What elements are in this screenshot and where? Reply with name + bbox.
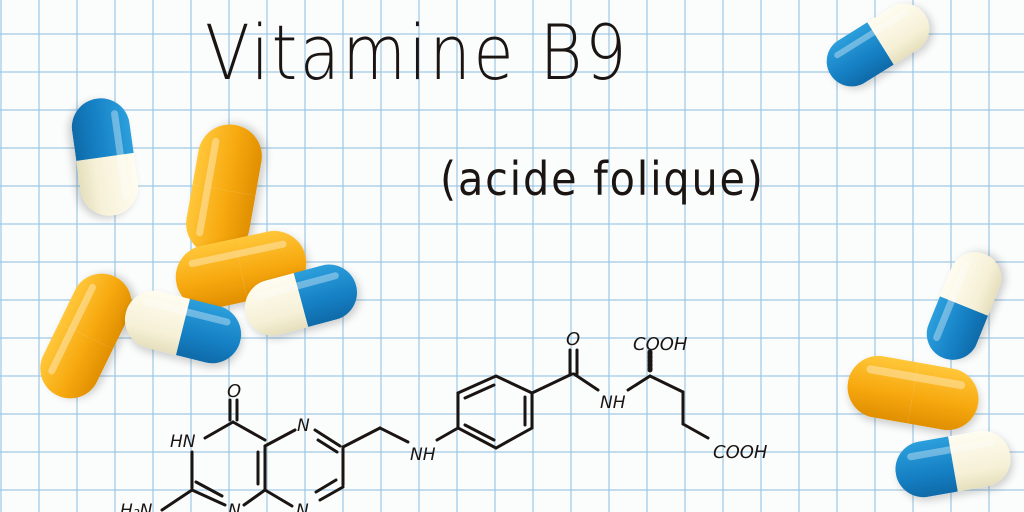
label-o-pteridine: O xyxy=(227,381,241,402)
label-cooh-top: COOH xyxy=(633,334,688,355)
subtitle-acide-folique: (acide folique) xyxy=(440,152,765,206)
label-cooh-bottom: COOH xyxy=(713,442,768,463)
label-h2n: H₂N xyxy=(120,501,153,512)
label-nh-amide: NH xyxy=(600,393,626,413)
label-hn: HN xyxy=(170,432,196,452)
label-n-bottom-right: N xyxy=(296,501,309,512)
title-vitamine-b9: Vitamine B9 xyxy=(205,8,630,97)
label-n-top: N xyxy=(297,416,310,436)
label-o-amide: O xyxy=(566,329,580,350)
label-nh-linker: NH xyxy=(410,445,436,465)
label-n-bottom-left: N xyxy=(228,501,241,512)
